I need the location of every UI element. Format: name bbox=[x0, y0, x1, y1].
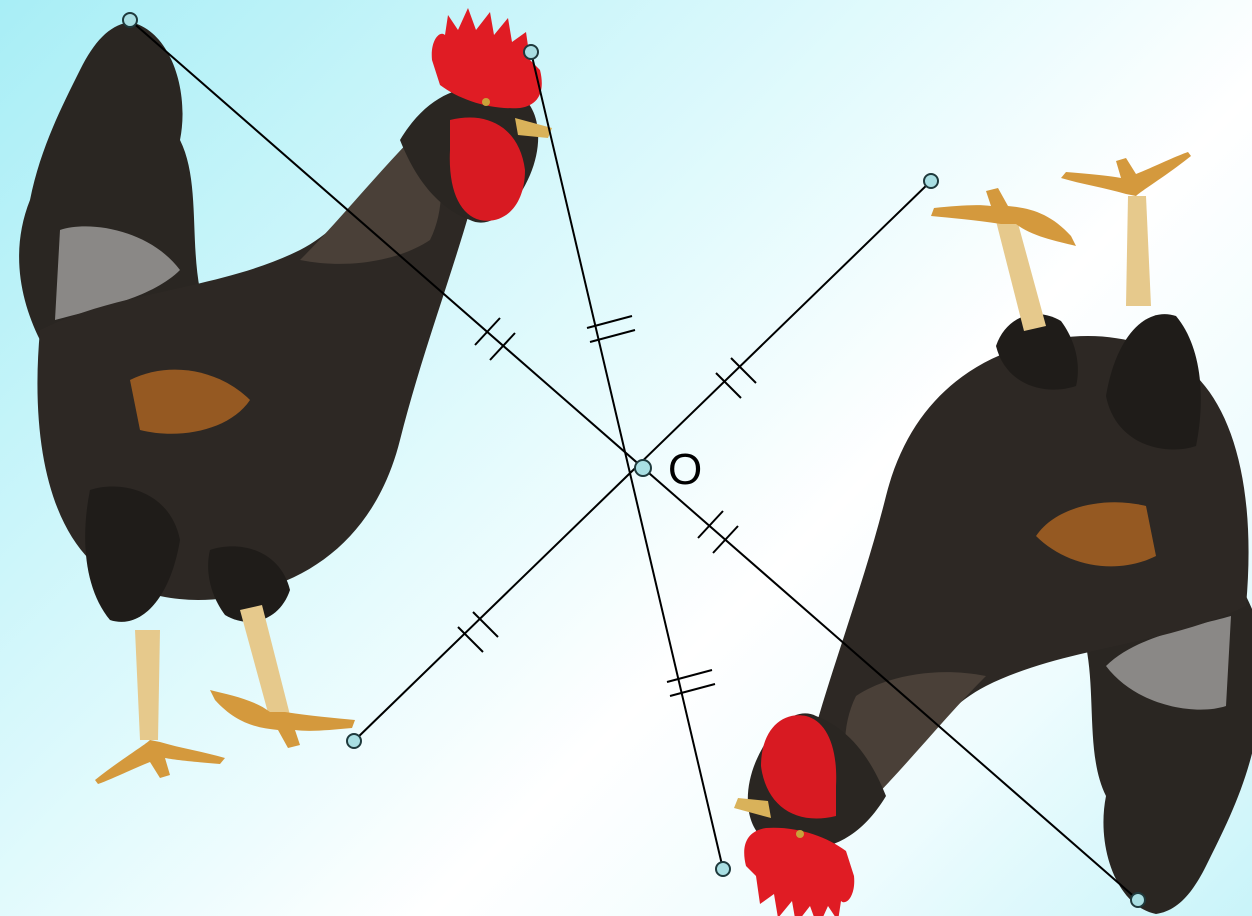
point-comb-image bbox=[716, 862, 730, 876]
center-point bbox=[635, 460, 651, 476]
point-tail-image bbox=[1131, 893, 1145, 907]
point-comb bbox=[524, 45, 538, 59]
rooster-original bbox=[19, 8, 552, 784]
center-label: O bbox=[668, 445, 702, 494]
point-foot bbox=[347, 734, 361, 748]
rooster-image bbox=[734, 152, 1252, 916]
point-foot-image bbox=[924, 174, 938, 188]
point-tail bbox=[123, 13, 137, 27]
